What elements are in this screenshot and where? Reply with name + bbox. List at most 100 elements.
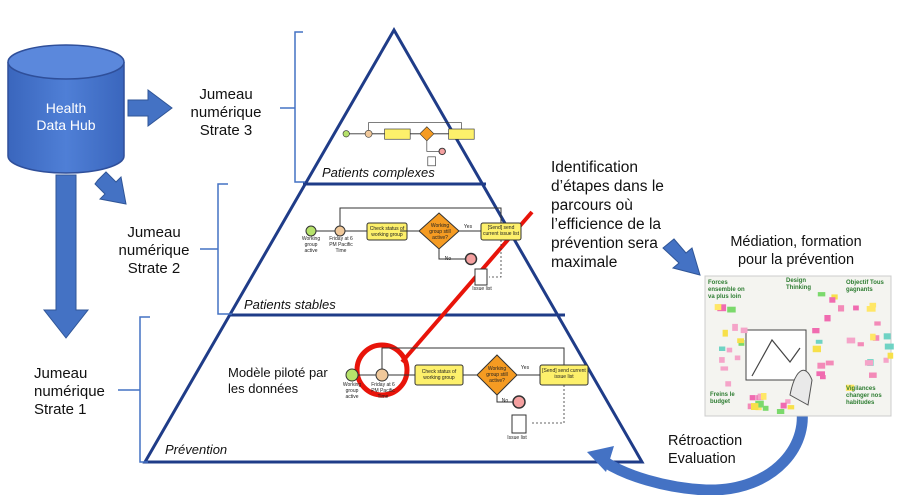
whiteboard-objectif-label: Objectif Tous gagnants xyxy=(846,280,884,293)
sticky-note xyxy=(734,355,741,361)
whiteboard-forces-label: Forces ensemble on va plus loin xyxy=(708,280,745,300)
mediation-line2: pour la prévention xyxy=(737,252,855,268)
identification-line1: Identification xyxy=(551,159,639,176)
sticky-note xyxy=(751,403,759,410)
sticky-note xyxy=(776,409,785,414)
process-bot-task1-label: Check status of working group xyxy=(421,369,457,381)
sticky-note xyxy=(740,327,748,334)
strate2-line3: Strate 2 xyxy=(127,260,181,277)
strate2-line1: Jumeau xyxy=(127,224,181,241)
sticky-note xyxy=(853,305,859,311)
sticky-note xyxy=(829,297,836,303)
process-bot-timer-label: Friday at 6 PM Pacific Time xyxy=(371,382,395,400)
sticky-note xyxy=(866,306,876,312)
sticky-note xyxy=(845,384,855,391)
level-title-complex: Patients complexes xyxy=(322,165,435,180)
process-bot-end-label: Issue list xyxy=(507,435,527,441)
sticky-note xyxy=(725,381,732,387)
sticky-note xyxy=(883,333,891,340)
sticky-note xyxy=(883,357,889,363)
sticky-note xyxy=(717,304,727,312)
identification-line3: parcours où xyxy=(551,197,633,214)
process-bot-start-label: Working group active xyxy=(342,382,362,400)
strate2-label: Jumeau numérique Strate 2 xyxy=(108,224,200,278)
strate2-line2: numérique xyxy=(118,242,190,259)
sticky-note xyxy=(816,371,825,377)
identification-line2: d’étapes dans le xyxy=(551,178,664,195)
identification-line6: maximale xyxy=(551,254,618,271)
level-title-stable: Patients stables xyxy=(244,297,336,312)
sticky-note xyxy=(815,339,823,344)
model-label: Modèle piloté par les données xyxy=(228,365,328,397)
sticky-note xyxy=(869,372,877,378)
strate1-line2: numérique xyxy=(34,383,105,400)
identification-line5: prévention sera xyxy=(551,235,658,252)
sticky-note xyxy=(884,343,894,350)
whiteboard-vigilances-label: Vigilances changer nos habitudes xyxy=(846,386,882,406)
sticky-note xyxy=(872,335,880,341)
whiteboard-design-label: Design Thinking xyxy=(786,278,811,291)
strate3-line3: Strate 3 xyxy=(199,122,253,139)
pyramid xyxy=(142,26,645,464)
sticky-note xyxy=(887,352,894,359)
arrow-to-strate2 xyxy=(94,171,127,205)
process-mid-start-label: Working group active xyxy=(301,236,321,254)
feedback-curved-arrow xyxy=(587,396,808,495)
process-bot-no-label: No xyxy=(501,398,509,404)
process-mid-end-label: Issue list xyxy=(472,286,492,292)
sticky-note xyxy=(817,292,826,297)
sticky-note xyxy=(870,333,876,341)
strate1-label: Jumeau numérique Strate 1 xyxy=(34,365,126,419)
process-diagram-middle xyxy=(305,207,522,286)
sticky-note xyxy=(720,366,729,371)
mediation-label: Médiation, formation pour la prévention xyxy=(712,233,880,269)
process-bot-yes-label: Yes xyxy=(520,365,530,371)
strate3-line2: numérique xyxy=(190,104,262,121)
sticky-note xyxy=(838,305,845,312)
sticky-note xyxy=(719,357,725,363)
mediation-line1: Médiation, formation xyxy=(730,234,862,250)
hub-label: Health Data Hub xyxy=(22,100,110,134)
arrow-to-strate3 xyxy=(127,89,173,127)
process-bot-gateway-label: Working group still active? xyxy=(486,366,508,384)
sticky-note xyxy=(719,346,726,351)
whiteboard-image xyxy=(704,275,894,417)
process-mid-task1-label: Check status of working group xyxy=(369,226,405,238)
sticky-note xyxy=(812,345,821,353)
sticky-note xyxy=(864,360,873,366)
process-bot-task2-label: [Send] send current issue list xyxy=(542,368,586,380)
sticky-note xyxy=(846,337,856,344)
strate1-line1: Jumeau xyxy=(34,365,88,382)
retroaction-label: Rétroaction Evaluation xyxy=(668,432,742,468)
sticky-note xyxy=(757,393,764,400)
sticky-note xyxy=(727,306,736,313)
sticky-note xyxy=(817,362,826,369)
sticky-note xyxy=(812,328,820,334)
strate3-label: Jumeau numérique Strate 3 xyxy=(180,86,272,140)
retroaction-line2: Evaluation xyxy=(668,451,736,467)
sticky-note xyxy=(787,405,795,410)
identification-line4: l’efficience de la xyxy=(551,216,662,233)
identification-label: Identification d’étapes dans le parcours… xyxy=(551,158,664,272)
database-cylinder-icon xyxy=(7,44,125,174)
model-line1: Modèle piloté par xyxy=(228,365,328,380)
arrow-to-strate1 xyxy=(42,174,90,339)
level-title-prevention: Prévention xyxy=(165,442,228,457)
process-mid-gateway-label: Working group still active? xyxy=(429,223,451,241)
sticky-note xyxy=(831,294,838,300)
sticky-note xyxy=(824,315,831,322)
sticky-note xyxy=(749,395,756,401)
arrow-to-mediation xyxy=(662,238,701,276)
process-mid-task2-label: [Send] send current issue list xyxy=(482,225,520,237)
process-mid-no-label: No xyxy=(444,256,452,262)
sticky-note xyxy=(857,342,864,347)
sticky-note xyxy=(755,400,764,408)
sticky-note xyxy=(869,302,877,308)
strate3-line1: Jumeau xyxy=(199,86,253,103)
hub-label-line2: Data Hub xyxy=(36,117,96,133)
sticky-note xyxy=(732,323,738,331)
highlight-circle xyxy=(354,342,410,398)
sticky-note xyxy=(825,360,834,366)
sticky-note xyxy=(722,329,728,337)
